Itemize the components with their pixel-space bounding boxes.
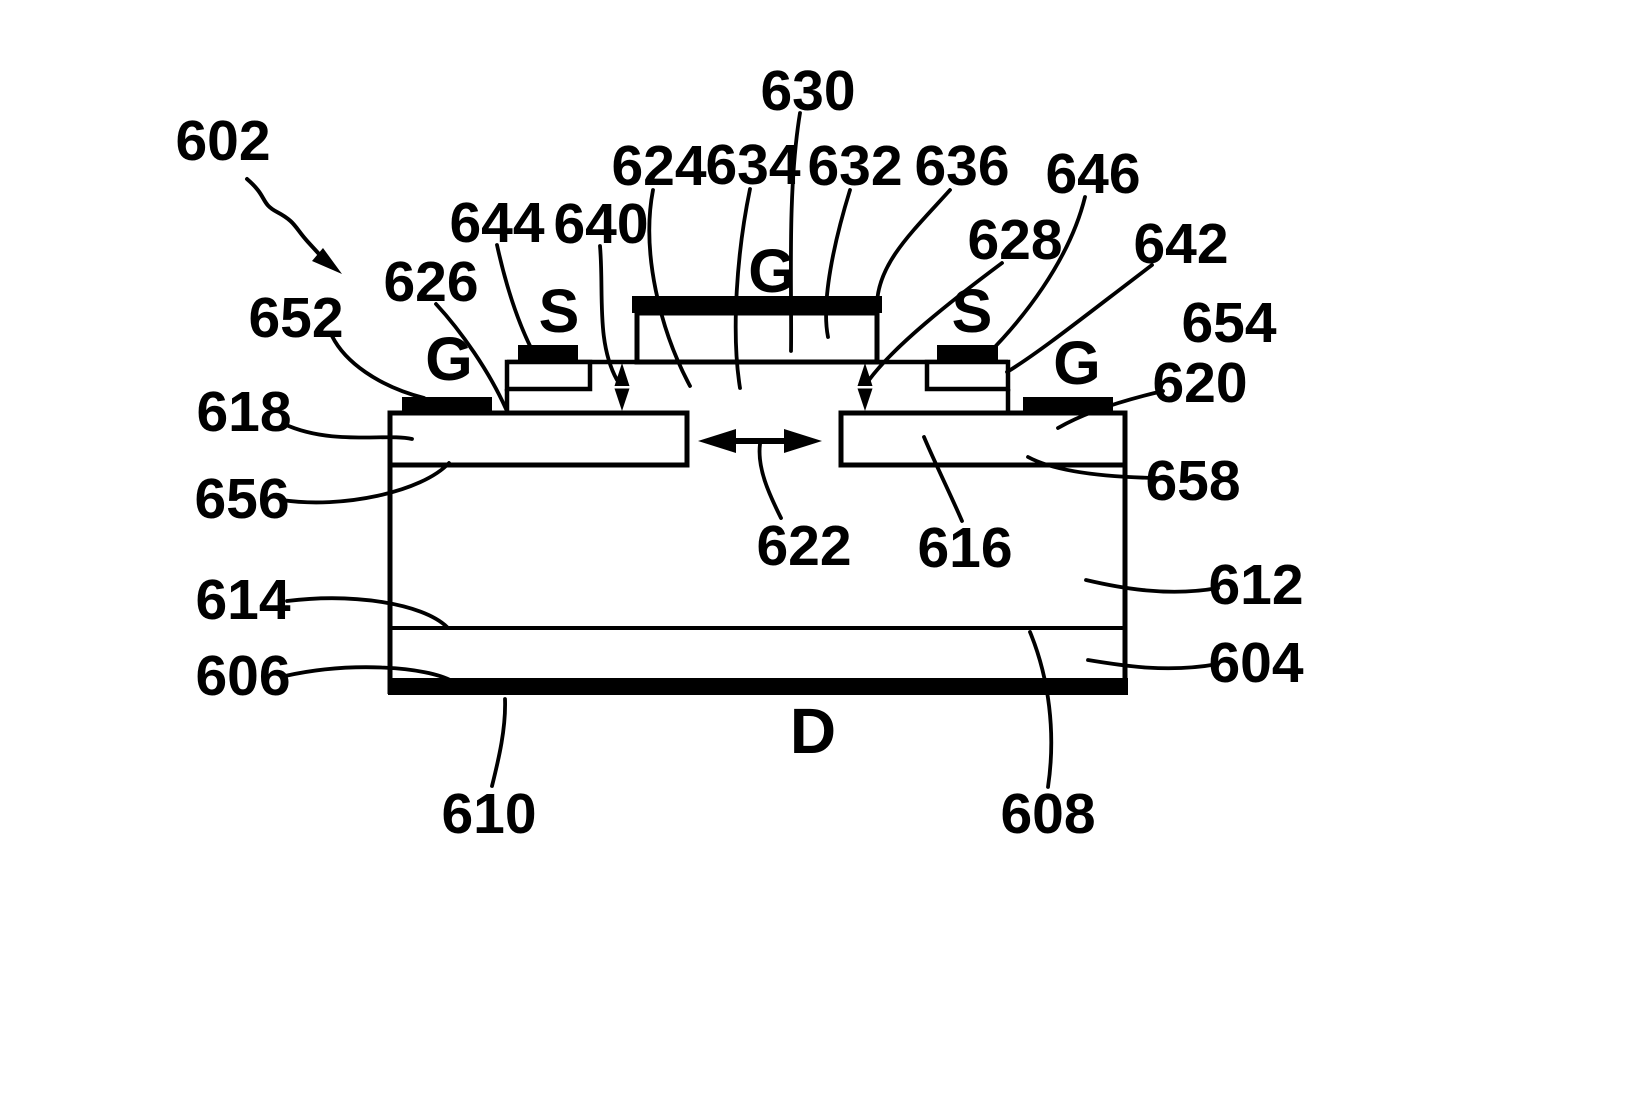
leader-622 [757, 442, 783, 520]
reference-labels: 602 630 624 634 632 636 646 644 640 628 … [175, 59, 1303, 846]
gap-width-arrow [698, 429, 822, 453]
ref-642-label: 642 [1133, 212, 1228, 276]
arrowhead-down-icon [614, 388, 630, 411]
leader-610 [490, 697, 507, 788]
gate-center-label: G [748, 237, 795, 305]
leader-652 [330, 334, 426, 400]
leader-620 [1056, 389, 1165, 430]
arrowhead-right-icon [784, 429, 822, 453]
right-source-cap [937, 345, 998, 362]
ref-618-label: 618 [196, 380, 291, 444]
ref-652-label: 652 [248, 286, 343, 350]
leader-646 [985, 195, 1087, 357]
electrode-labels: G S G S G D [425, 237, 1100, 767]
ref-622-label: 622 [756, 514, 851, 578]
left-ohmic-mesa [387, 410, 690, 468]
right-source-block [924, 359, 1011, 392]
ref-630-label: 630 [760, 59, 855, 123]
left-gate-pad [402, 397, 492, 413]
ref-626-label: 626 [383, 250, 478, 314]
recess-depth-arrow-left [614, 363, 630, 411]
leader-656 [280, 461, 451, 505]
leader-608 [1028, 630, 1054, 789]
ref-610-label: 610 [441, 782, 536, 846]
ref-656-label: 656 [194, 467, 289, 531]
leader-632 [824, 188, 852, 339]
device-structure [387, 296, 1128, 695]
leader-606 [283, 665, 454, 683]
ref-606-label: 606 [195, 644, 290, 708]
source-left-label: S [539, 277, 580, 345]
center-gate-cap [632, 296, 882, 313]
ref-634-label: 634 [705, 133, 800, 197]
leader-634 [733, 187, 752, 390]
leader-612 [1084, 578, 1220, 594]
right-gate-pad [1023, 397, 1113, 413]
ref-602-label: 602 [175, 109, 270, 173]
leader-640 [598, 244, 619, 382]
leader-618 [282, 422, 414, 441]
ref-658-label: 658 [1145, 449, 1240, 513]
ref-640-label: 640 [553, 192, 648, 256]
source-right-label: S [952, 277, 993, 345]
center-gate-pedestal [634, 310, 880, 365]
ref-614-label: 614 [195, 568, 290, 632]
leader-lines [280, 111, 1220, 789]
leader-644 [495, 243, 534, 352]
ref-636-label: 636 [914, 134, 1009, 198]
leader-624 [647, 188, 692, 388]
right-ohmic-mesa [838, 410, 1128, 468]
leader-630 [788, 111, 802, 353]
arrowhead-down-icon [857, 388, 873, 411]
leader-636 [875, 188, 952, 305]
leader-642 [1005, 263, 1154, 374]
recess-depth-arrow-right [857, 363, 873, 411]
leader-604 [1086, 658, 1220, 671]
ref-654-label: 654 [1181, 291, 1276, 355]
assembly-arrowhead-icon [312, 248, 342, 274]
ref-632-label: 632 [807, 134, 902, 198]
drain-metal-bar [388, 678, 1128, 695]
ref-644-label: 644 [449, 191, 544, 255]
assembly-pointer-shaft [245, 177, 321, 256]
assembly-pointer-602 [245, 177, 342, 274]
arrowhead-up-icon [857, 363, 873, 386]
ref-620-label: 620 [1152, 351, 1247, 415]
arrowhead-up-icon [614, 363, 630, 386]
leader-658 [1026, 455, 1159, 480]
ref-612-label: 612 [1208, 553, 1303, 617]
arrowhead-left-icon [698, 429, 736, 453]
gate-left-label: G [425, 325, 472, 393]
leader-616 [922, 435, 964, 523]
left-source-block [504, 359, 593, 392]
leader-614 [285, 596, 449, 629]
leader-626 [434, 302, 508, 411]
ref-604-label: 604 [1208, 631, 1303, 695]
ref-624-label: 624 [611, 134, 706, 198]
gate-right-label: G [1053, 329, 1100, 397]
left-source-cap [518, 345, 578, 362]
ref-616-label: 616 [917, 516, 1012, 580]
ref-608-label: 608 [1000, 782, 1095, 846]
ref-628-label: 628 [967, 208, 1062, 272]
leader-628 [867, 261, 1004, 382]
drain-label: D [790, 695, 836, 767]
ref-646-label: 646 [1045, 142, 1140, 206]
